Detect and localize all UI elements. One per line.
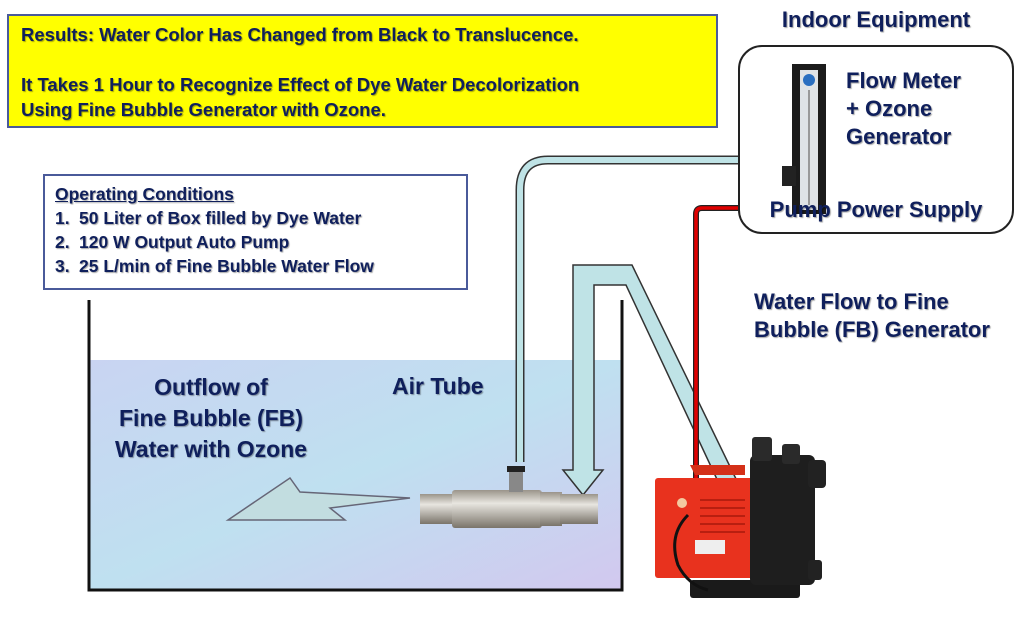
condition-item: 2.120 W Output Auto Pump: [55, 232, 290, 252]
outflow-lightning-icon: [225, 476, 411, 521]
results-line: It Takes 1 Hour to Recognize Effect of D…: [21, 74, 580, 95]
water-flow-label: Water Flow to Fine Bubble (FB) Generator: [754, 289, 990, 342]
flow-meter-label: Flow Meter + Ozone Generator: [846, 68, 961, 149]
operating-conditions-box: Operating Conditions 1.50 Liter of Box f…: [43, 174, 468, 290]
fine-bubble-generator: [420, 466, 598, 528]
tank-walls: [87, 300, 624, 592]
results-line: Results: Water Color Has Changed from Bl…: [21, 24, 579, 45]
results-line: Using Fine Bubble Generator with Ozone.: [21, 99, 386, 120]
air-tube-label: Air Tube: [392, 373, 484, 399]
outflow-label: Outflow of Fine Bubble (FB) Water with O…: [114, 374, 308, 462]
dye-water: [90, 360, 622, 589]
condition-item: 1.50 Liter of Box filled by Dye Water: [55, 208, 362, 228]
indoor-equipment-box: [738, 45, 1014, 234]
results-banner: Results: Water Color Has Changed from Bl…: [7, 14, 718, 128]
conditions-title: Operating Conditions: [55, 184, 234, 204]
condition-item: 3.25 L/min of Fine Bubble Water Flow: [55, 256, 374, 276]
pump-power-supply-label: Pump Power Supply: [769, 197, 983, 222]
indoor-equipment-label: Indoor Equipment: [781, 7, 971, 32]
water-flow-pipe: [561, 264, 740, 497]
pump: [655, 437, 826, 598]
